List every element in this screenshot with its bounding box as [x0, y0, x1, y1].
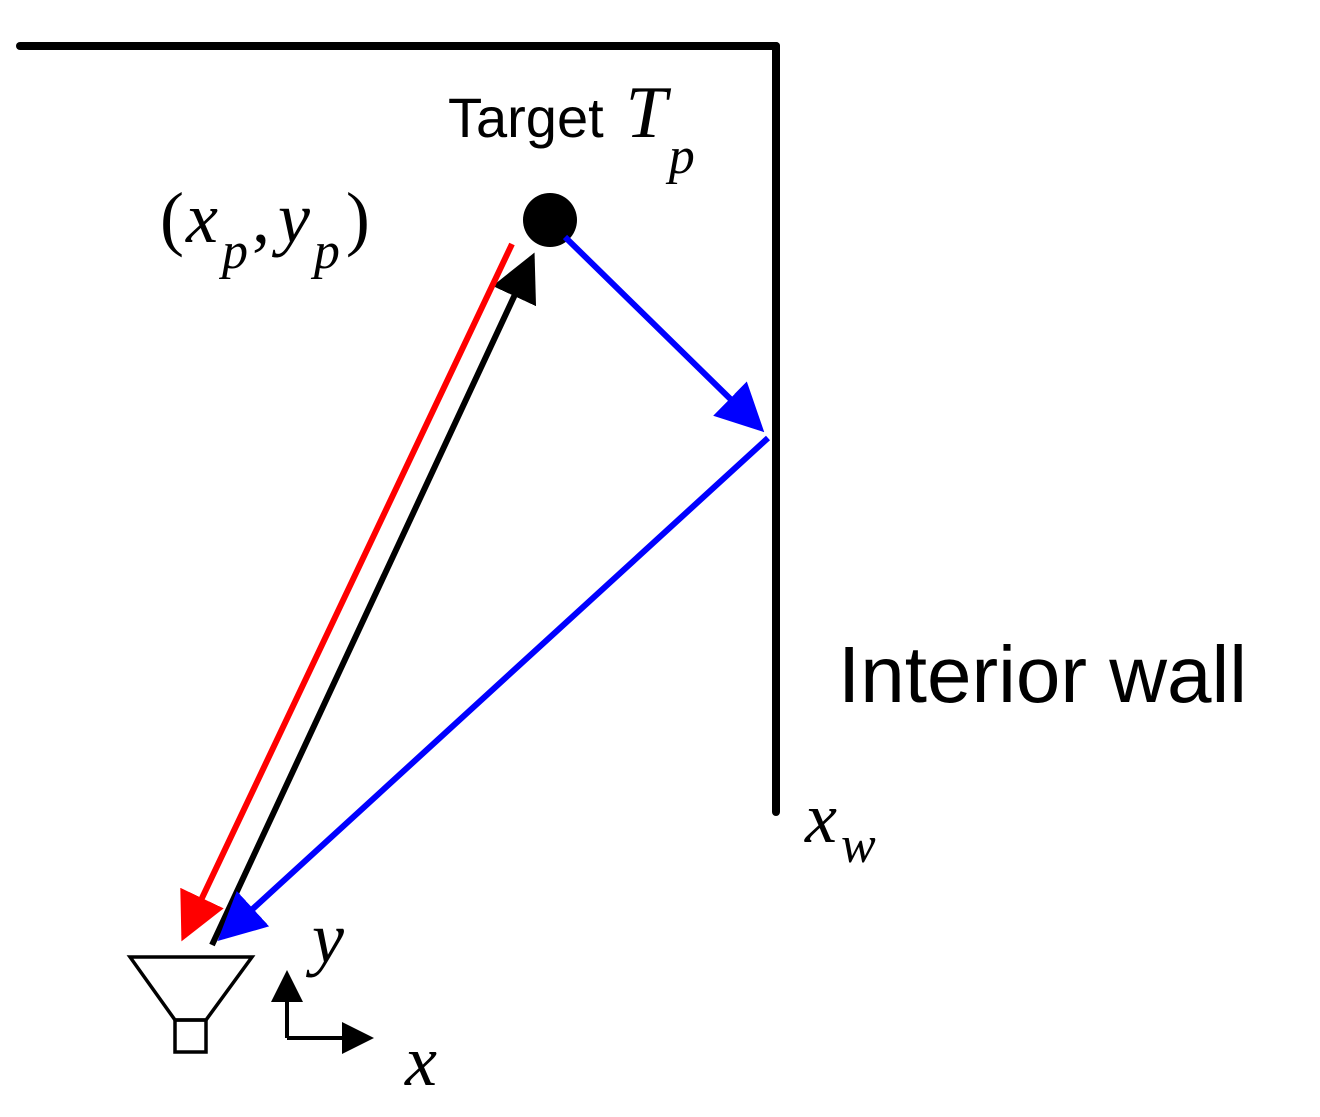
radar-antenna-icon: [126, 955, 256, 1054]
direct-return-path: [180, 242, 515, 942]
wall-label: Interior wall: [838, 630, 1247, 719]
multipath-to-wall: [562, 234, 765, 433]
multipath-to-radar: [217, 435, 771, 942]
axis-y-label: y: [305, 898, 344, 978]
target-point: [523, 193, 577, 247]
axis-x-label: x: [404, 1021, 437, 1101]
direct-incident-path: [209, 252, 537, 947]
coordinate-axes: [271, 970, 374, 1054]
wall: [16, 42, 780, 816]
target-coordinate-label: (xp,yp): [160, 178, 370, 280]
wall-position-label: xw: [804, 778, 876, 874]
